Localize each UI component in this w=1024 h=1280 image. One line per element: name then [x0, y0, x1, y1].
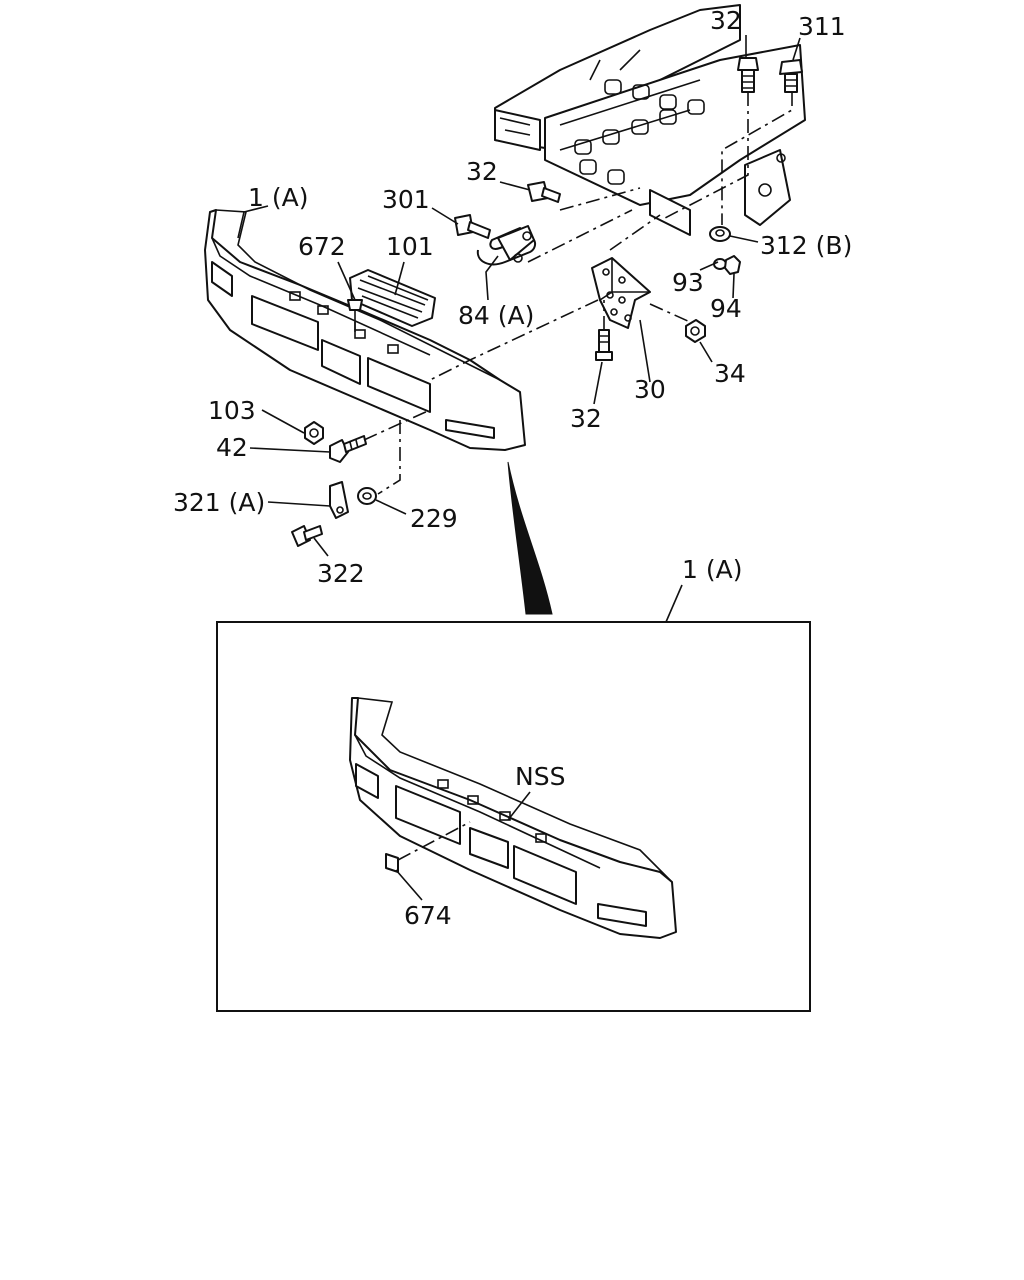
label-674: 674 [404, 901, 452, 930]
bolt-301 [454, 214, 491, 239]
tow-hook-84a [476, 225, 536, 266]
label-312b: 312 (B) [760, 231, 852, 260]
nut-312b [709, 226, 731, 242]
inset-leaders [395, 791, 531, 901]
nut-94 [724, 255, 741, 275]
label-34: 34 [714, 359, 746, 388]
label-1a-inset: 1 (A) [682, 555, 742, 584]
label-322: 322 [317, 559, 365, 588]
bolt-32-top [737, 57, 759, 93]
bolt-32-mid [527, 181, 561, 203]
label-42: 42 [216, 433, 248, 462]
inset-frame [216, 621, 811, 1012]
label-32-mid: 32 [466, 157, 498, 186]
label-311: 311 [798, 12, 846, 41]
label-101: 101 [386, 232, 434, 261]
label-672: 672 [298, 232, 346, 261]
label-321a: 321 (A) [173, 488, 265, 517]
label-30: 30 [634, 375, 666, 404]
label-93: 93 [672, 268, 704, 297]
inset-center-line [397, 821, 471, 861]
clip-321a [329, 481, 349, 519]
nut-34 [685, 319, 706, 343]
clip-672 [347, 299, 363, 330]
label-84a: 84 (A) [458, 301, 534, 330]
label-32-low: 32 [570, 404, 602, 433]
label-plate-674 [385, 853, 399, 873]
label-103: 103 [208, 396, 256, 425]
bolt-311 [779, 59, 803, 93]
label-32-top: 32 [710, 6, 742, 35]
label-301: 301 [382, 185, 430, 214]
center-lines [354, 92, 793, 495]
leader-lines [237, 35, 801, 557]
part-labels: 32 311 32 301 1 (A) 672 101 84 (A) 312 (… [173, 6, 852, 930]
bolt-322 [291, 525, 323, 547]
label-nss: NSS [515, 762, 565, 791]
nut-229 [357, 487, 377, 505]
nut-103 [304, 421, 324, 445]
inset-leader [665, 584, 683, 623]
bracket-30 [591, 257, 651, 329]
callout-arrow [507, 461, 553, 615]
bolt-42 [329, 435, 367, 463]
chassis-frame [494, 4, 806, 236]
bumper-1a [204, 209, 526, 451]
inset-bumper [349, 697, 677, 939]
label-94: 94 [710, 294, 742, 323]
bolt-32-low [595, 329, 613, 361]
label-1a: 1 (A) [248, 183, 308, 212]
label-229: 229 [410, 504, 458, 533]
